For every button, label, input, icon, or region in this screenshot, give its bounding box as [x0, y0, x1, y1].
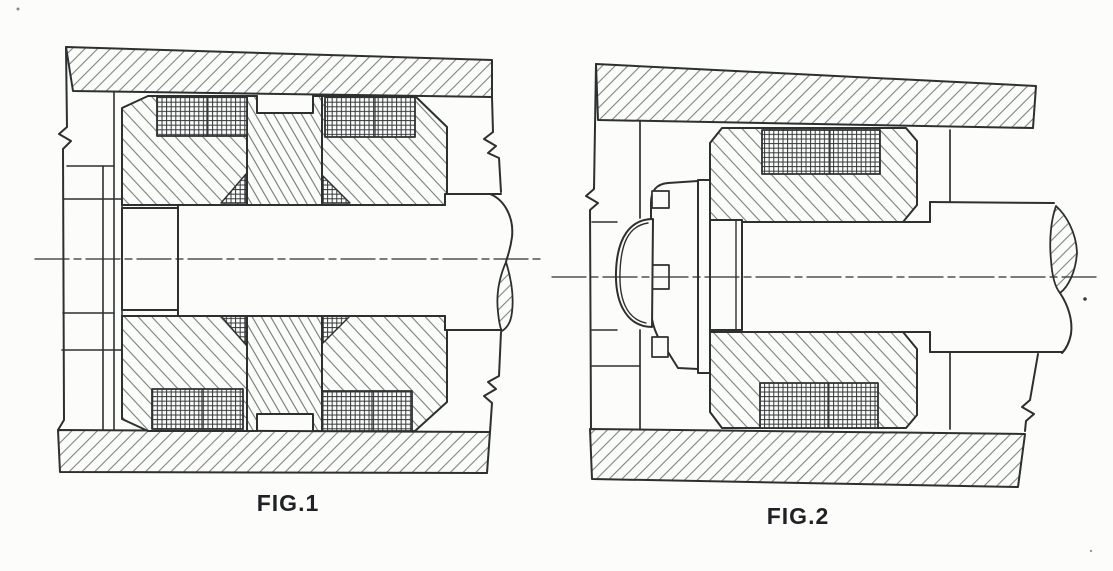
figure-1-drawing: FIG.1 [34, 46, 546, 516]
fig1-coil-end-wedges [220, 173, 351, 346]
fig2-housing [585, 63, 1039, 488]
figure-2-label: FIG.2 [767, 503, 830, 529]
scan-artifacts [16, 7, 1093, 553]
fig1-housing [57, 46, 502, 474]
fig2-centerline [551, 276, 1099, 301]
figure-1-label: FIG.1 [257, 490, 320, 516]
fig1-end-plate [61, 91, 123, 431]
fig2-lock-nut-assembly [614, 179, 743, 374]
fig2-shaft [741, 201, 1078, 354]
fig2-coils [759, 129, 881, 429]
fig1-stator-coils [151, 96, 416, 432]
fig1-shaft [121, 193, 514, 332]
figure-2-drawing: FIG.2 [551, 63, 1099, 529]
